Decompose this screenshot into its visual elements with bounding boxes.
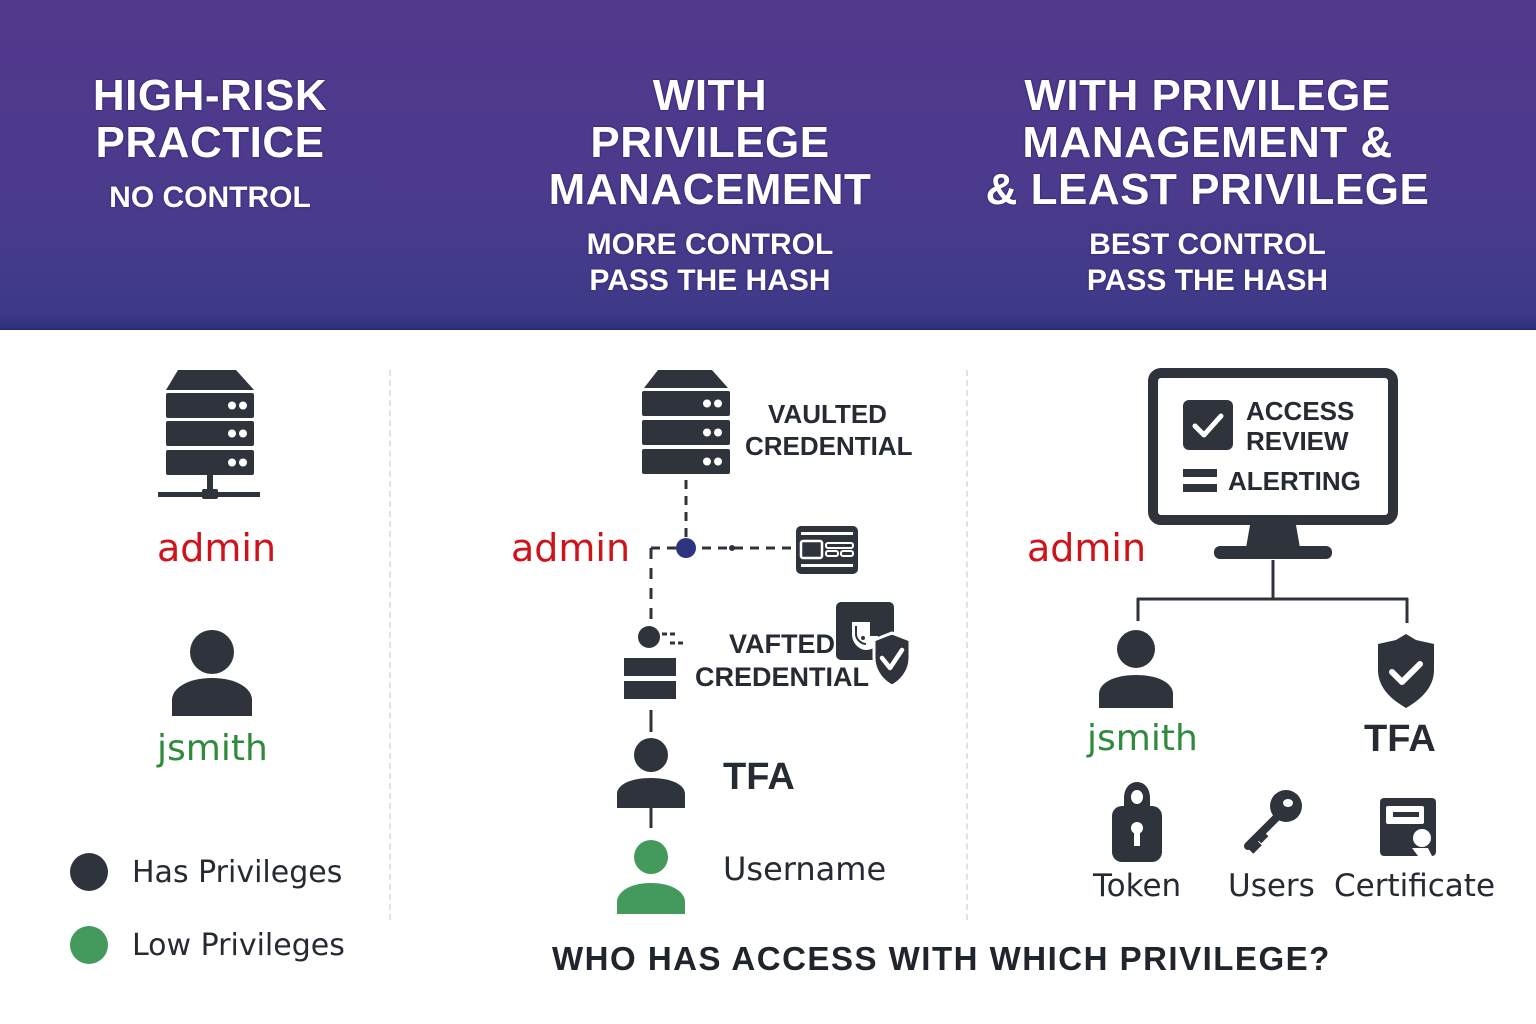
column-divider: [966, 370, 968, 920]
token-label: Token: [1093, 868, 1182, 904]
vaulted-credential-label: VAULTED CREDENTIAL: [745, 399, 913, 461]
user-icon: [1098, 629, 1174, 709]
connector-lines: [500, 470, 900, 870]
header-subtitle: BEST CONTROL PASS THE HASH: [1086, 228, 1329, 297]
legend-dot-green-icon: [70, 926, 108, 964]
user-icon: [170, 628, 254, 718]
alerting-label: ALERTING: [1228, 466, 1361, 496]
header-title: HIGH-RISK PRACTICE: [92, 71, 328, 167]
vafted-credential-label: VAFTED CREDENTIAL: [695, 629, 869, 692]
certificate-icon: [1380, 798, 1436, 858]
jsmith-label: jsmith: [1087, 718, 1198, 759]
header-column-least-privilege: WITH PRIVILEGE MANAGEMENT & & LEAST PRIV…: [975, 72, 1440, 299]
username-label: Username: [723, 850, 887, 888]
admin-label: admin: [1027, 526, 1147, 570]
tree-connector: [1130, 560, 1420, 623]
server-network-icon: [158, 370, 262, 502]
header-banner: HIGH-RISK PRACTICE NO CONTROL WITH PRIVI…: [0, 0, 1536, 330]
credential-stack-icon: [624, 658, 676, 700]
low-privilege-user-icon: [616, 840, 686, 914]
tfa-label: TFA: [1364, 718, 1436, 760]
certificate-label: Certificate: [1334, 868, 1496, 904]
footer-question: WHO HAS ACCESS WITH WHICH PRIVILEGE?: [552, 940, 1331, 977]
shield-check-icon: [1376, 634, 1436, 708]
header-title: WITH PRIVILEGE MANAGEMENT & & LEAST PRIV…: [985, 71, 1430, 214]
header-subtitle: MORE CONTROL PASS THE HASH: [586, 228, 834, 297]
tfa-label: TFA: [723, 756, 795, 798]
alerting-bars-icon: [1183, 469, 1217, 493]
admin-label: admin: [157, 526, 277, 570]
column-divider: [389, 370, 391, 920]
access-review-label: ACCESS REVIEW: [1246, 396, 1355, 456]
header-column-high-risk: HIGH-RISK PRACTICE NO CONTROL: [60, 72, 360, 216]
header-column-privilege-management: WITH PRIVILEGE MANACEMENT MORE CONTROL P…: [520, 72, 900, 299]
users-label: Users: [1228, 868, 1315, 904]
vault-shield-icon: [836, 600, 912, 690]
server-icon: [640, 370, 732, 476]
legend-item-has-privileges: Has Privileges: [70, 853, 342, 891]
jsmith-label: jsmith: [157, 728, 268, 769]
header-title: WITH PRIVILEGE MANACEMENT: [548, 71, 872, 214]
key-icon: [1242, 788, 1306, 856]
legend-item-low-privileges: Low Privileges: [70, 926, 345, 964]
lock-icon: [1110, 782, 1164, 862]
user-icon: [616, 738, 686, 808]
credential-card-icon: [796, 526, 858, 574]
admin-label: admin: [511, 526, 631, 570]
header-subtitle: NO CONTROL: [109, 181, 311, 214]
access-review-check-icon: [1183, 400, 1233, 450]
legend-dot-dark-icon: [70, 853, 108, 891]
